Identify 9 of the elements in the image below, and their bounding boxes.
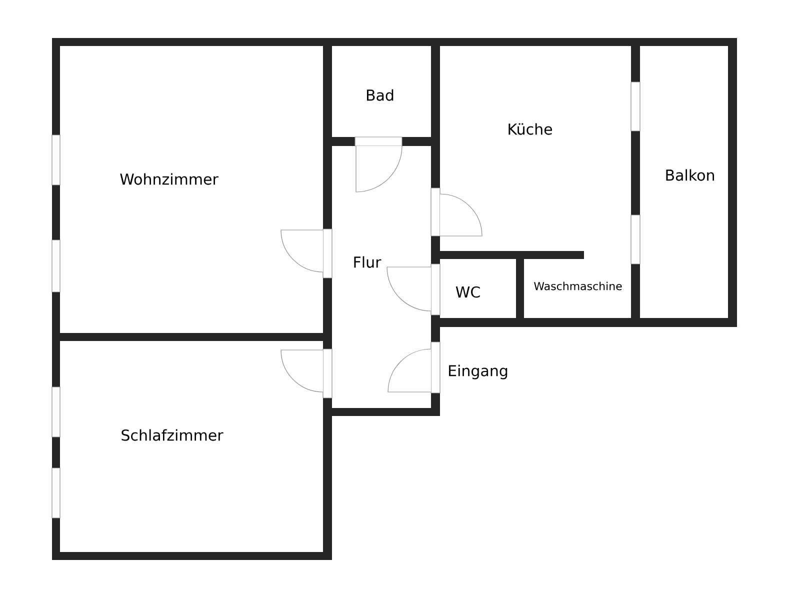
- room-label: Schlafzimmer: [122, 429, 224, 441]
- room-label: Flur: [354, 256, 382, 268]
- room-label: Wohnzimmer: [120, 173, 218, 185]
- room-label: WC: [456, 286, 480, 298]
- entrance-label: Eingang: [449, 364, 508, 380]
- room-label: Küche: [508, 123, 552, 135]
- room-label: Waschmaschine: [534, 282, 622, 290]
- room-label: Bad: [366, 89, 394, 101]
- room-label: Balkon: [666, 169, 714, 181]
